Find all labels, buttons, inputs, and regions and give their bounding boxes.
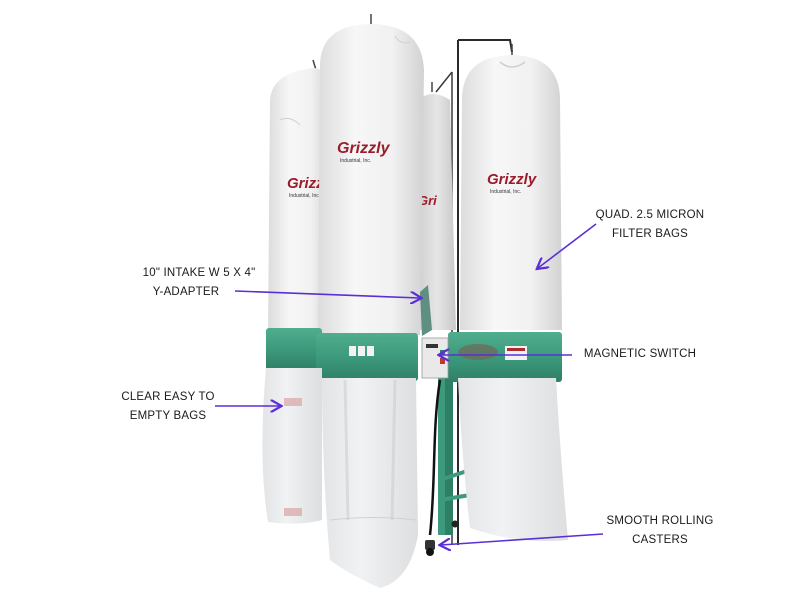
svg-text:Industrial, Inc.: Industrial, Inc.	[490, 189, 521, 195]
collector-drums	[266, 328, 562, 382]
callout-magnetic-switch: MAGNETIC SWITCH	[583, 348, 697, 360]
arrow-casters	[441, 533, 604, 545]
magnetic-switch-box	[421, 337, 449, 379]
grizzly-logo: Gri	[418, 193, 437, 208]
grizzly-logo: Grizzly	[337, 140, 391, 157]
casters	[425, 520, 459, 556]
svg-text:Industrial, Inc.: Industrial, Inc.	[340, 158, 371, 164]
callout-casters: SMOOTH ROLLING CASTERS	[606, 515, 714, 546]
callout-clear-bags: CLEAR EASY TO EMPTY BAGS	[121, 391, 215, 422]
svg-text:Industrial, Inc.: Industrial, Inc.	[289, 193, 320, 199]
callout-arrows	[215, 223, 604, 545]
grizzly-logo: Grizzly	[487, 171, 537, 188]
callout-filter-bags: QUAD. 2.5 MICRON FILTER BAGS	[595, 209, 705, 240]
arrow-filter-bags	[538, 223, 597, 268]
arrow-intake	[234, 290, 420, 298]
filter-bag-front: Grizzly Industrial, Inc.	[318, 14, 424, 335]
callout-intake: 10" INTAKE W 5 X 4" Y-ADAPTER	[142, 267, 256, 298]
clear-collection-bags	[262, 368, 568, 588]
filter-bag-back: Gri	[418, 82, 456, 330]
filter-bag-right: Grizzly Industrial, Inc.	[460, 44, 562, 330]
